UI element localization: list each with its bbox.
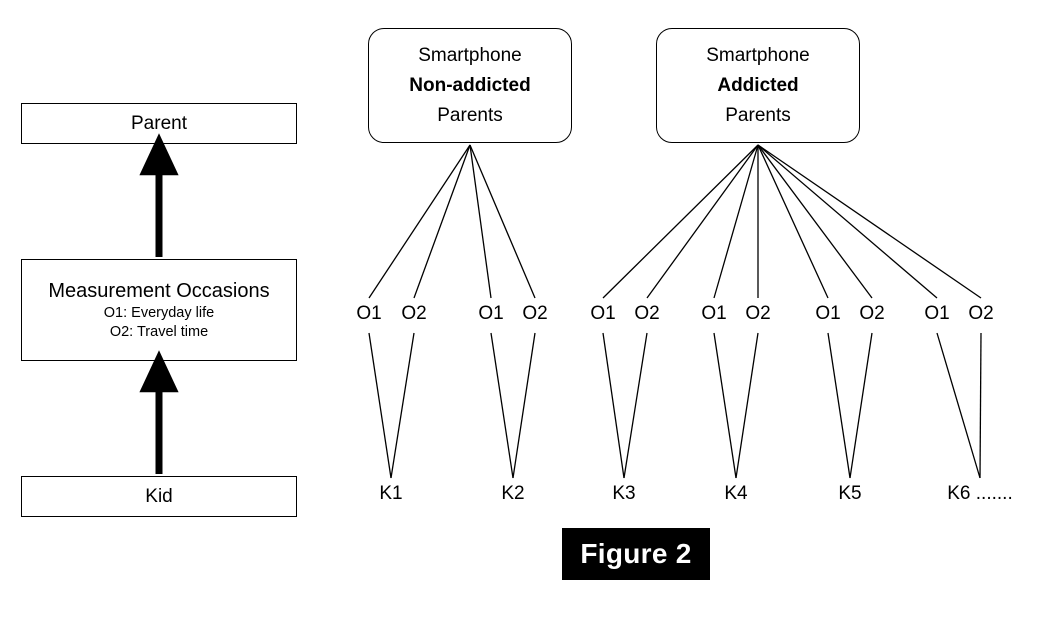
group-nonaddicted-line3: Parents [437,104,503,126]
occasion-label: O2 [968,303,994,324]
group-addicted-line3: Parents [725,104,791,126]
occasion-label: O2 [859,303,885,324]
kid-label: K4 [724,483,748,504]
occasion-to-kid-edge [713,332,737,479]
occasion-to-kid-edge [936,332,981,479]
kid-label: K3 [612,483,636,504]
group-nonaddicted-line1: Smartphone [418,44,522,66]
legend-measurement-line2: O2: Travel time [109,323,209,340]
group-box-addicted-parents: Smartphone Addicted Parents [656,28,860,143]
occasion-to-kid-edge [390,332,415,479]
kid-label: K2 [501,483,525,504]
occasion-label: O1 [924,303,950,324]
occasion-to-kid-edges [368,332,982,479]
parent-to-occasion-edge [368,144,471,299]
parent-to-occasion-edge [646,144,759,299]
group-addicted-line2: Addicted [717,74,799,96]
occasion-to-kid-edge [827,332,851,479]
occasion-label: O1 [478,303,504,324]
occasion-to-kid-edge [602,332,625,479]
occasion-label: O1 [815,303,841,324]
occasion-label: O1 [590,303,616,324]
group-nonaddicted-line2: Non-addicted [409,74,531,96]
occasion-to-kid-edge [512,332,536,479]
legend-kid-title: Kid [145,485,173,507]
legend-box-kid: Kid [21,476,297,517]
legend-measurement-line1: O1: Everyday life [103,304,215,321]
occasion-label: O2 [522,303,548,324]
occasion-to-kid-edge [368,332,392,479]
parent-to-occasion-edge [757,144,829,299]
occasion-to-kid-edge [623,332,648,479]
parent-to-occasion-edge [602,144,759,299]
kid-label: K5 [838,483,862,504]
kid-label: K6 ....... [947,483,1013,504]
group-box-non-addicted-parents: Smartphone Non-addicted Parents [368,28,572,143]
occasion-to-kid-edge [735,332,759,479]
group-addicted-line1: Smartphone [706,44,810,66]
parent-to-occasion-edge [469,144,492,299]
occasion-label: O2 [401,303,427,324]
parent-to-occasion-edge [757,144,938,299]
parent-to-occasion-edge [757,144,982,299]
legend-parent-title: Parent [131,112,187,134]
legend-box-measurement-occasions: Measurement Occasions O1: Everyday life … [21,259,297,361]
legend-box-parent: Parent [21,103,297,144]
parent-to-occasion-edge [713,144,759,299]
occasion-to-kid-edge [979,332,982,479]
parent-to-occasion-edge [413,144,471,299]
legend-measurement-title: Measurement Occasions [48,279,270,302]
occasion-label: O2 [634,303,660,324]
occasion-to-kid-edge [490,332,514,479]
occasion-to-kid-edge [849,332,873,479]
kid-label: K1 [379,483,403,504]
occasion-label: O1 [701,303,727,324]
figure-caption: Figure 2 [562,528,710,580]
occasion-label: O2 [745,303,771,324]
parent-to-occasion-edge [757,144,873,299]
occasion-label: O1 [356,303,382,324]
parent-to-occasion-edge [469,144,536,299]
parent-to-occasion-edges [368,144,982,299]
